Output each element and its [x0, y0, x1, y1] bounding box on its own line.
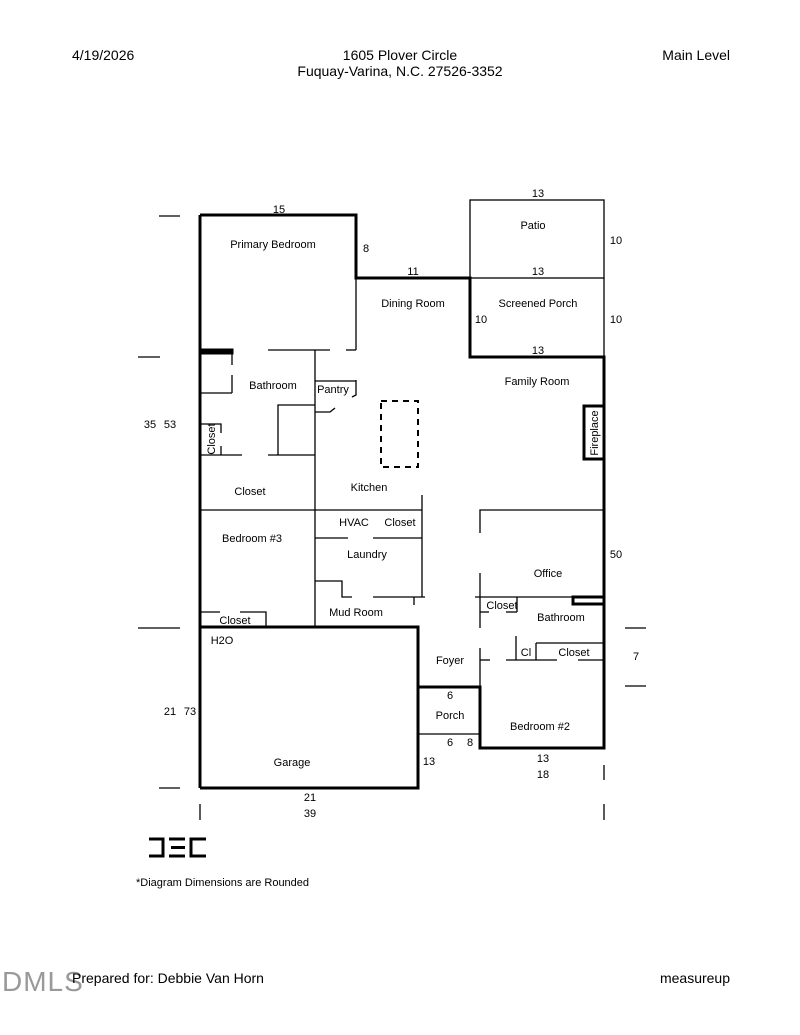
label-patio: Patio [520, 220, 545, 232]
dim: 13 [532, 345, 544, 357]
dim: 13 [532, 266, 544, 278]
wall-line [571, 595, 606, 606]
label-closet: Closet [219, 615, 250, 627]
wall-line [149, 837, 165, 858]
kitchen-island [380, 400, 419, 468]
dim: 35 [144, 419, 156, 431]
dimensions-note: *Diagram Dimensions are Rounded [136, 877, 310, 889]
dim: 73 [184, 706, 196, 718]
wall-line [277, 404, 315, 455]
level-label: Main Level [662, 47, 730, 63]
mls-watermark: DMLS [2, 966, 84, 997]
label-office: Office [534, 568, 563, 580]
label-hvac: HVAC [339, 517, 369, 529]
label-closet: Closet [384, 517, 415, 529]
address: 1605 Plover Circle Fuquay-Varina, N.C. 2… [0, 47, 800, 79]
prepared-for: Prepared for: Debbie Van Horn [72, 970, 264, 986]
dim: 50 [610, 549, 622, 561]
dim: 11 [407, 266, 418, 278]
label-bedroom-3: Bedroom #3 [222, 533, 282, 545]
label-closet: Closet [558, 647, 589, 659]
dim: 10 [610, 314, 622, 326]
dimension-ticks [138, 215, 646, 820]
dim: 18 [537, 769, 549, 781]
brand-label: measureup [659, 970, 730, 986]
label-family-room: Family Room [505, 376, 570, 388]
label-closet: Closet [486, 600, 517, 612]
dim: 13 [532, 188, 544, 200]
dim: 8 [363, 243, 369, 255]
dim: 21 [304, 792, 316, 804]
label-porch: Porch [436, 710, 465, 722]
dim: 53 [164, 419, 176, 431]
label-screened-porch: Screened Porch [499, 298, 578, 310]
label-h2o: H2O [211, 635, 234, 647]
label-closet: Closet [206, 423, 218, 454]
label-kitchen: Kitchen [351, 482, 388, 494]
dim: 8 [467, 737, 473, 749]
label-primary-bedroom: Primary Bedroom [230, 239, 316, 251]
label-bedroom-2: Bedroom #2 [510, 721, 570, 733]
dim: 10 [610, 235, 622, 247]
room-labels: Primary Bedroom Dining Room Patio Screen… [206, 220, 601, 769]
address-line2: Fuquay-Varina, N.C. 27526-3352 [297, 63, 503, 79]
label-cl: Cl [521, 647, 531, 659]
wall-line [189, 837, 206, 858]
dim: 15 [273, 204, 285, 216]
label-bathroom-2: Bathroom [537, 612, 585, 624]
wall-line [351, 380, 357, 398]
wall-line [315, 407, 336, 413]
label-dining-room: Dining Room [381, 298, 445, 310]
date: 4/19/2026 [72, 47, 135, 63]
label-closet: Closet [234, 486, 265, 498]
dim: 39 [304, 808, 316, 820]
wall-line [198, 348, 234, 355]
dim: 7 [633, 651, 639, 663]
dim: 13 [537, 753, 549, 765]
dim: 6 [447, 737, 453, 749]
interior-walls [200, 199, 605, 735]
wall-line [418, 598, 606, 750]
dimension-labels: 15 8 11 13 10 13 10 10 13 35 53 50 7 21 … [144, 188, 639, 820]
label-foyer: Foyer [436, 655, 464, 667]
dim: 21 [164, 706, 176, 718]
label-pantry: Pantry [317, 384, 349, 396]
wall-line [240, 611, 267, 627]
label-bathroom: Bathroom [249, 380, 297, 392]
dim: 6 [447, 690, 453, 702]
wall-line [315, 580, 352, 598]
label-laundry: Laundry [347, 549, 387, 561]
wall-line [200, 423, 222, 433]
wall-line [200, 625, 420, 790]
dim: 13 [423, 756, 435, 768]
patio-outline [469, 199, 605, 279]
dec-logo [149, 837, 206, 858]
address-line1: 1605 Plover Circle [342, 47, 458, 63]
label-fireplace: Fireplace [589, 410, 601, 455]
label-garage: Garage [274, 757, 311, 769]
fireplace [582, 404, 606, 461]
dim: 10 [475, 314, 487, 326]
wall-line [479, 509, 604, 533]
label-mud-room: Mud Room [329, 607, 383, 619]
